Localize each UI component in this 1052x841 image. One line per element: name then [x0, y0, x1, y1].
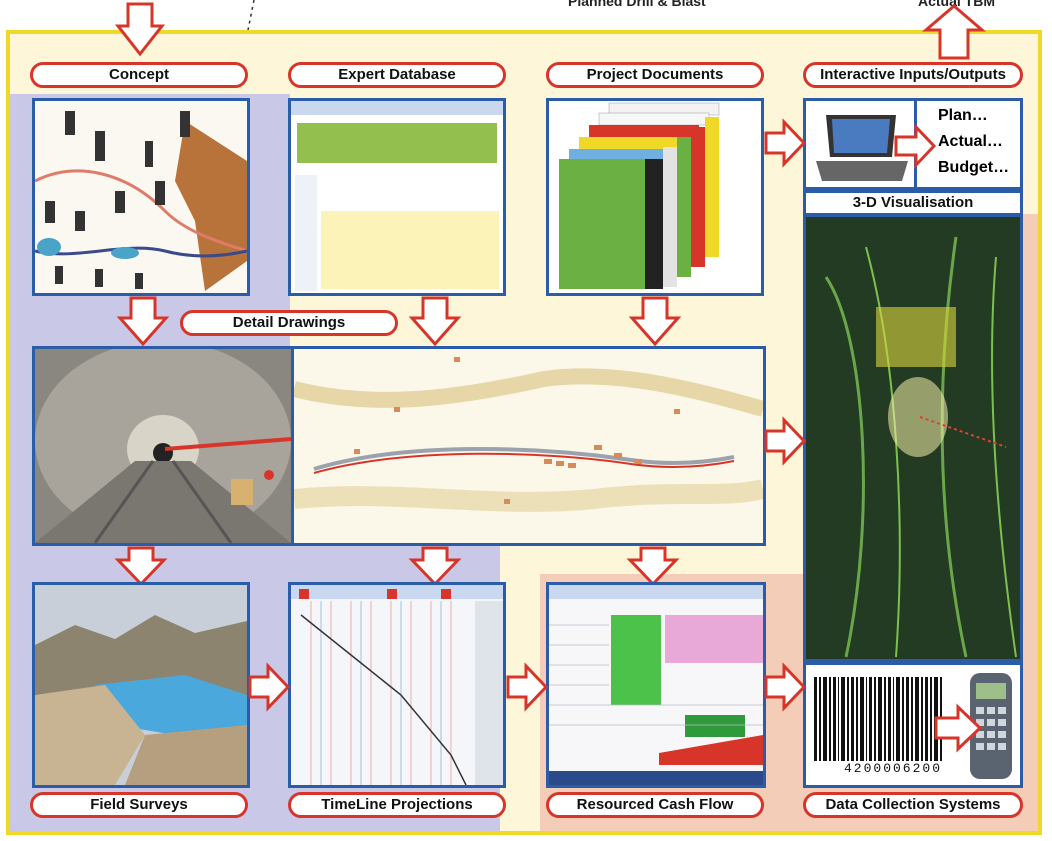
label-resourced-cash-flow: Resourced Cash Flow — [546, 792, 764, 818]
db-title-bar — [291, 101, 503, 115]
arrow-right-detail-to-3d — [764, 416, 807, 466]
actual-tbm-label: Actual TBM — [918, 0, 995, 9]
label-field-surveys: Field Surveys — [30, 792, 248, 818]
label-3d-visualisation: 3-D Visualisation — [803, 190, 1023, 216]
label-detail-drawings: Detail Drawings — [180, 310, 398, 336]
dashed-connector — [247, 0, 255, 31]
label-timeline-projections: TimeLine Projections — [288, 792, 506, 818]
label-expert-database: Expert Database — [288, 62, 506, 88]
arrow-right-timeline-to-cashflow — [506, 662, 549, 712]
db-sidebar — [295, 175, 317, 291]
planned-drill-blast-label: Planned Drill & Blast — [568, 0, 706, 9]
laptop-icon — [816, 115, 908, 181]
arrow-down-to-cashflow — [626, 546, 680, 587]
handheld-scanner-icon — [970, 673, 1012, 779]
arrow-down-documents-to-detail — [628, 296, 682, 347]
barcode-image — [814, 677, 942, 761]
tunnel-visualisation-panel — [803, 214, 1023, 662]
field-surveys-panel — [32, 582, 250, 788]
tunnel-photo — [35, 349, 291, 543]
db-green-header — [297, 123, 497, 163]
arrow-down-to-timeline — [408, 546, 462, 587]
arrow-right-documents-to-io — [764, 118, 807, 168]
actual-text: Actual… — [938, 133, 1003, 150]
concept-map — [35, 111, 247, 291]
arrow-right-field-to-timeline — [248, 662, 291, 712]
terrain-render — [35, 585, 247, 785]
project-documents-panel — [546, 98, 764, 296]
arrow-down-to-field — [114, 546, 168, 587]
label-project-documents: Project Documents — [546, 62, 764, 88]
detail-map — [294, 349, 763, 543]
interactive-io-panel: Plan… Actual… Budget… — [803, 98, 1023, 190]
concept-panel — [32, 98, 250, 296]
map-divider — [291, 349, 294, 543]
plan-text: Plan… — [938, 107, 988, 124]
cashflow-chart — [549, 585, 763, 785]
timeline-projections-panel — [288, 582, 506, 788]
label-data-collection: Data Collection Systems — [803, 792, 1023, 818]
expert-database-panel — [288, 98, 506, 296]
arrow-down-concept — [114, 2, 166, 57]
resourced-cash-flow-panel — [546, 582, 766, 788]
tunnel-render — [806, 217, 1020, 659]
arrow-right-scanner — [934, 703, 983, 753]
arrow-right-cashflow-to-data — [764, 662, 807, 712]
timeline-chart — [291, 585, 503, 785]
barcode-number: 4200006200 — [844, 761, 943, 776]
arrow-up-actual-tbm — [921, 4, 987, 60]
arrow-down-expert-to-detail — [408, 296, 462, 347]
label-concept: Concept — [30, 62, 248, 88]
documents-stack — [559, 102, 720, 289]
label-interactive-io: Interactive Inputs/Outputs — [803, 62, 1023, 88]
budget-text: Budget… — [938, 159, 1010, 176]
data-collection-panel: 4200006200 — [803, 662, 1023, 788]
arrow-down-concept-to-detail — [116, 296, 170, 347]
arrow-right-laptop — [894, 123, 937, 169]
db-table — [321, 211, 499, 289]
detail-drawings-panel — [32, 346, 766, 546]
